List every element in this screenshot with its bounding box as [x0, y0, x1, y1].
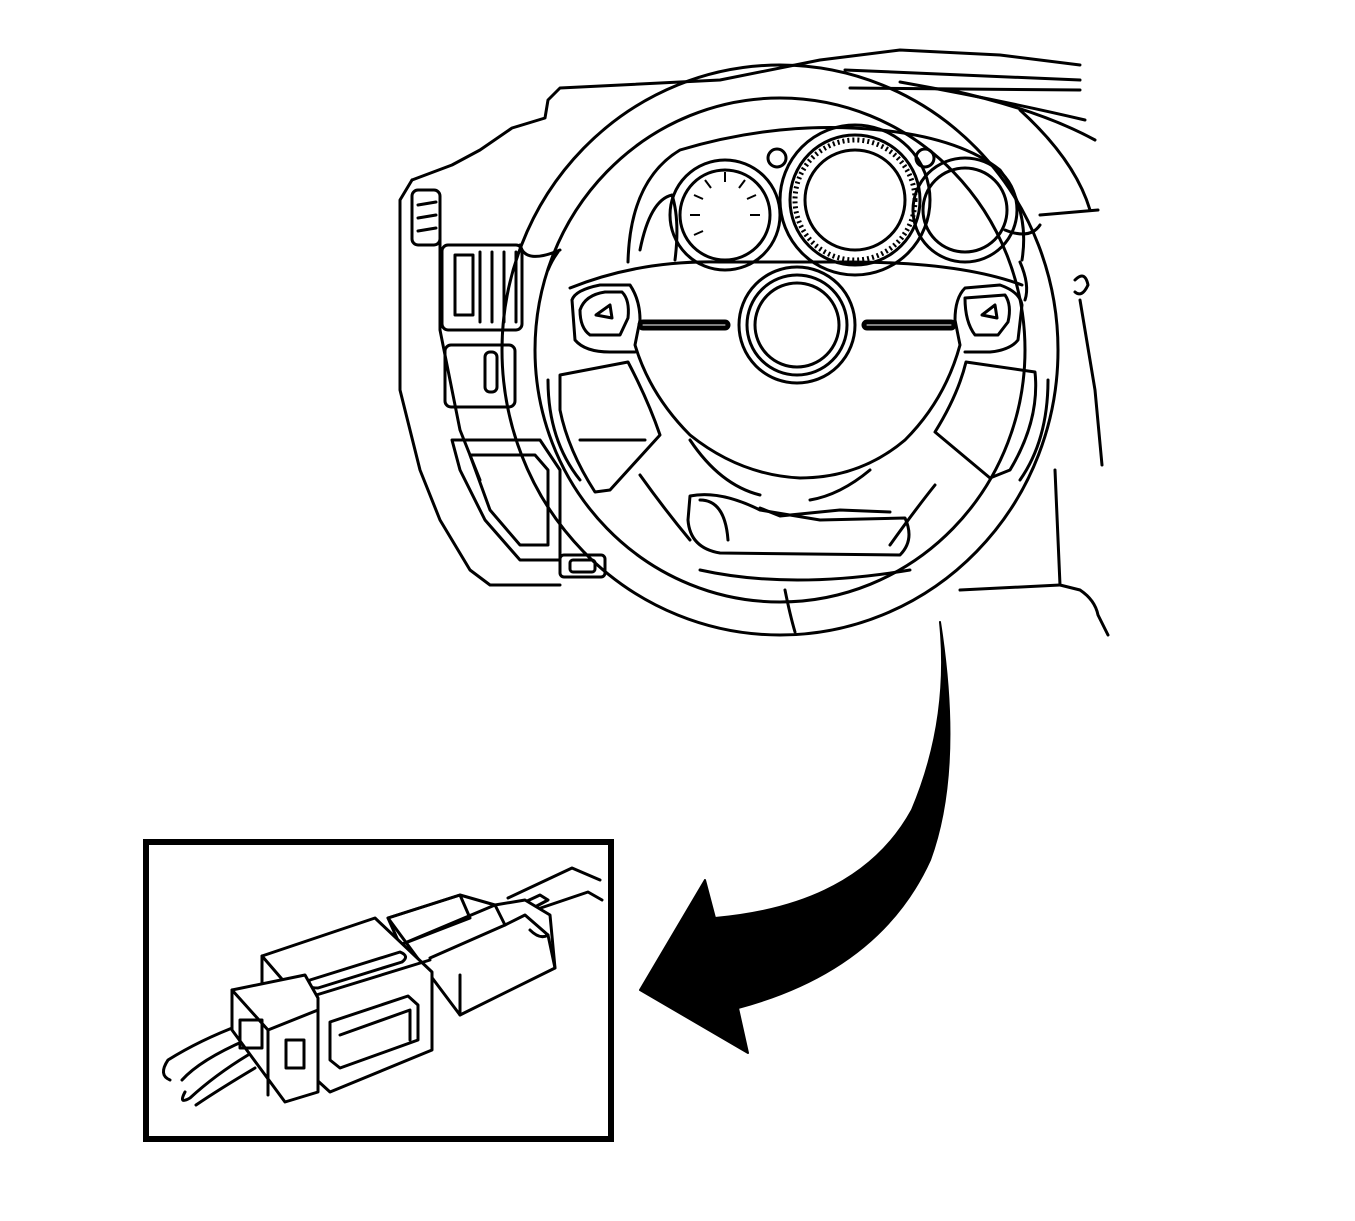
spoke-left: [558, 360, 662, 494]
switch-panel: [443, 343, 517, 409]
wire-upper: [162, 1023, 242, 1082]
horn-button-left: [578, 290, 630, 337]
pointer-arrow: [639, 621, 951, 1054]
airbag-emblem-outer: [737, 265, 857, 385]
horn-button-right: [963, 293, 1011, 337]
wire-lower: [180, 1053, 250, 1102]
airbag-emblem-inner: [753, 281, 841, 369]
spoke-bottom: [686, 493, 911, 557]
side-vent: [410, 188, 442, 247]
wheel-rim-inner: [533, 96, 1027, 604]
spoke-right: [933, 360, 1038, 480]
wheel-rim-outer: [500, 63, 1060, 637]
horn-slot-left: [637, 319, 731, 331]
speedometer: [778, 123, 932, 277]
horn-slot-right: [861, 319, 957, 331]
wire-entry-cap: [230, 973, 320, 1104]
fuel-gauge: [911, 156, 1019, 264]
connector-rear-half: [386, 893, 557, 1017]
instrument-cluster: [626, 123, 1026, 277]
center-vent: [440, 243, 524, 332]
steering-wheel: [500, 63, 1060, 637]
connector-detail-inset: [143, 839, 614, 1142]
lower-console: [450, 438, 562, 562]
dashboard: [398, 48, 1110, 637]
